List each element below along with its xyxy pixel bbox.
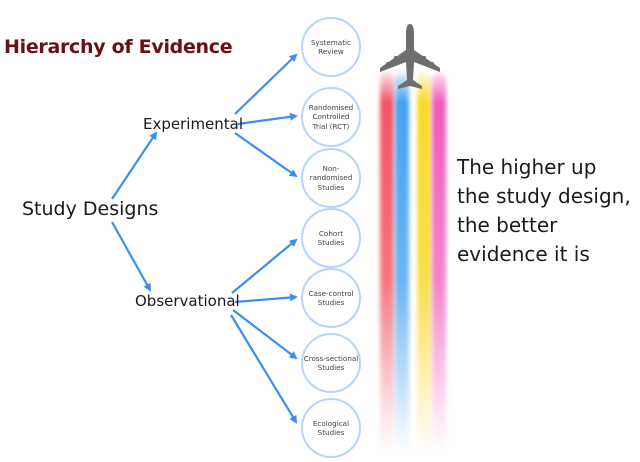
study-node-cohort: Cohort Studies: [301, 208, 361, 268]
study-node-case-control: Case-control Studies: [301, 268, 361, 328]
study-node-non-randomised: Non- randomised Studies: [301, 148, 361, 208]
branch-node-observational: Observational: [135, 292, 240, 310]
root-node-study-designs: Study Designs: [22, 198, 159, 220]
study-node-ecological: Ecological Studies: [301, 398, 361, 458]
study-node-cross-sectional: Cross-sectional Studies: [301, 333, 361, 393]
caption-text: The higher up the study design, the bett…: [457, 155, 631, 266]
contrail-pink: [432, 72, 446, 452]
page-title: Hierarchy of Evidence: [4, 36, 233, 58]
contrail-red: [380, 72, 394, 452]
contrail-yellow: [417, 72, 431, 452]
study-node-systematic-review: Systematic Review: [301, 17, 361, 77]
study-node-rct: Randomised Controlled Trial (RCT): [301, 87, 361, 147]
contrail-blue: [395, 72, 409, 452]
contrail-illustration: [370, 72, 460, 462]
branch-node-experimental: Experimental: [143, 115, 244, 133]
airplane-icon: [380, 24, 440, 89]
